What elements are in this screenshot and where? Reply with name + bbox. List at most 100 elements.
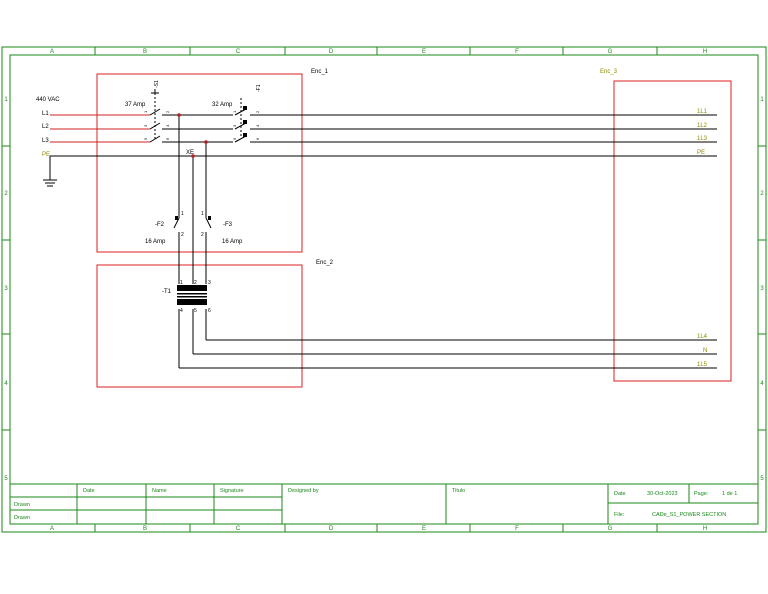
terminal-label: 1L2 [697, 123, 708, 129]
title-block [10, 483, 758, 524]
branch-wires [178, 115, 717, 369]
s1-rating: 37 Amp [125, 102, 146, 108]
row-label: 3 [4, 286, 8, 292]
f2-rating: 16 Amp [145, 239, 166, 245]
row-label: 1 [4, 97, 8, 103]
row-label: 3 [760, 286, 764, 292]
f3-tag: -F3 [223, 222, 233, 228]
col-label: C [236, 49, 241, 55]
pin-number: 3 [208, 280, 211, 286]
col-label: D [329, 526, 334, 532]
col-label: C [236, 526, 241, 532]
tb-header-designed-by: Designed by [288, 488, 319, 494]
col-label: B [143, 49, 147, 55]
row-label: 5 [4, 476, 8, 482]
tb-header-signature: Signature [220, 488, 244, 494]
pin-number: 2 [165, 110, 170, 113]
breaker-f2 [173, 217, 180, 229]
pin-number: 4 [255, 124, 260, 127]
s1-pins: 1 2 3 4 5 6 [143, 110, 170, 140]
pin-number: 4 [165, 124, 170, 127]
pin-number: 1 [143, 110, 148, 113]
row-label: 2 [760, 191, 764, 197]
terminal-label: 1L5 [697, 362, 708, 368]
tb-page-value: 1 de 1 [722, 491, 737, 497]
phase-wires [49, 114, 717, 180]
tb-row-drawn: Drawn [14, 502, 30, 508]
tb-page-label: Page: [694, 491, 709, 497]
tb-header-titulo: Titulo [452, 488, 465, 494]
earth-label: PE [42, 152, 50, 158]
enc2-label: Enc_2 [316, 260, 334, 266]
pin-number: 3 [143, 124, 148, 127]
pin-number: 6 [255, 137, 260, 140]
col-label: H [703, 49, 707, 55]
enclosure-enc2 [96, 264, 303, 388]
col-label: E [422, 526, 426, 532]
terminal-label: PE [697, 150, 705, 156]
phase-label-l1: L1 [42, 111, 49, 117]
row-label: 4 [760, 381, 764, 387]
col-label: H [703, 526, 707, 532]
pin-number: 1 [232, 110, 237, 113]
col-label: G [608, 526, 613, 532]
f2-tag: -F2 [155, 222, 165, 228]
s1-tag: -S1 [154, 80, 160, 88]
switch-s1 [149, 89, 161, 143]
f1-tag: -F1 [256, 84, 262, 92]
f3-rating: 16 Amp [222, 239, 243, 245]
col-label: F [515, 526, 519, 532]
pin-number: 3 [232, 124, 237, 127]
pin-number: 2 [181, 232, 184, 238]
drawing-frame [1, 46, 767, 533]
transformer-t1 [177, 285, 207, 305]
pin-number: 4 [180, 308, 183, 314]
row-label: 5 [760, 476, 764, 482]
pin-number: 2 [194, 280, 197, 286]
pin-number: 1 [180, 280, 183, 286]
tb-date-label: Date [614, 491, 626, 497]
tb-file-label: File: [614, 512, 625, 518]
row-labels: 1 2 3 4 5 1 2 3 4 5 [4, 97, 764, 482]
column-labels-top: A B C D E F G H [50, 49, 707, 55]
enclosure-enc1 [96, 73, 303, 253]
col-label: G [608, 49, 613, 55]
breaker-f3-trip-icon [208, 216, 211, 220]
junction-nodes [177, 113, 208, 158]
f1-pins: 1 2 3 4 5 6 [232, 110, 260, 140]
pin-number: 5 [194, 308, 197, 314]
tb-file-value: CADe_S1_POWER SECTION [652, 512, 726, 518]
col-label: F [515, 49, 519, 55]
pin-number: 6 [208, 308, 211, 314]
pin-number: 6 [165, 137, 170, 140]
tb-header-name: Name [152, 488, 167, 494]
f1-rating: 32 Amp [212, 102, 233, 108]
pin-number: 2 [201, 232, 204, 238]
terminal-label: N [703, 348, 707, 354]
col-label: E [422, 49, 426, 55]
enc1-label: Enc_1 [311, 69, 329, 75]
phase-label-l3: L3 [42, 138, 49, 144]
row-label: 1 [760, 97, 764, 103]
terminal-label: 1L1 [697, 109, 708, 115]
col-label: D [329, 49, 334, 55]
supply-voltage: 440 VAC [36, 97, 60, 103]
col-label: A [50, 526, 54, 532]
t1-tag: -T1 [162, 289, 172, 295]
column-labels-bottom: A B C D E F G H [50, 526, 707, 532]
tb-header-date: Date [83, 488, 95, 494]
phase-label-l2: L2 [42, 124, 49, 130]
terminal-label: 1L3 [697, 136, 708, 142]
col-label: A [50, 49, 54, 55]
pin-number: 2 [255, 110, 260, 113]
pin-number: 5 [232, 137, 237, 140]
row-label: 4 [4, 381, 8, 387]
ground-icon [43, 179, 57, 187]
enc3-label: Enc_3 [600, 69, 618, 75]
xe-label: XE [186, 150, 194, 156]
terminal-labels: 1L1 1L2 1L3 PE 1L4 N 1L5 [697, 109, 708, 368]
row-label: 2 [4, 191, 8, 197]
terminal-label: 1L4 [697, 334, 708, 340]
pin-number: 1 [181, 211, 184, 217]
